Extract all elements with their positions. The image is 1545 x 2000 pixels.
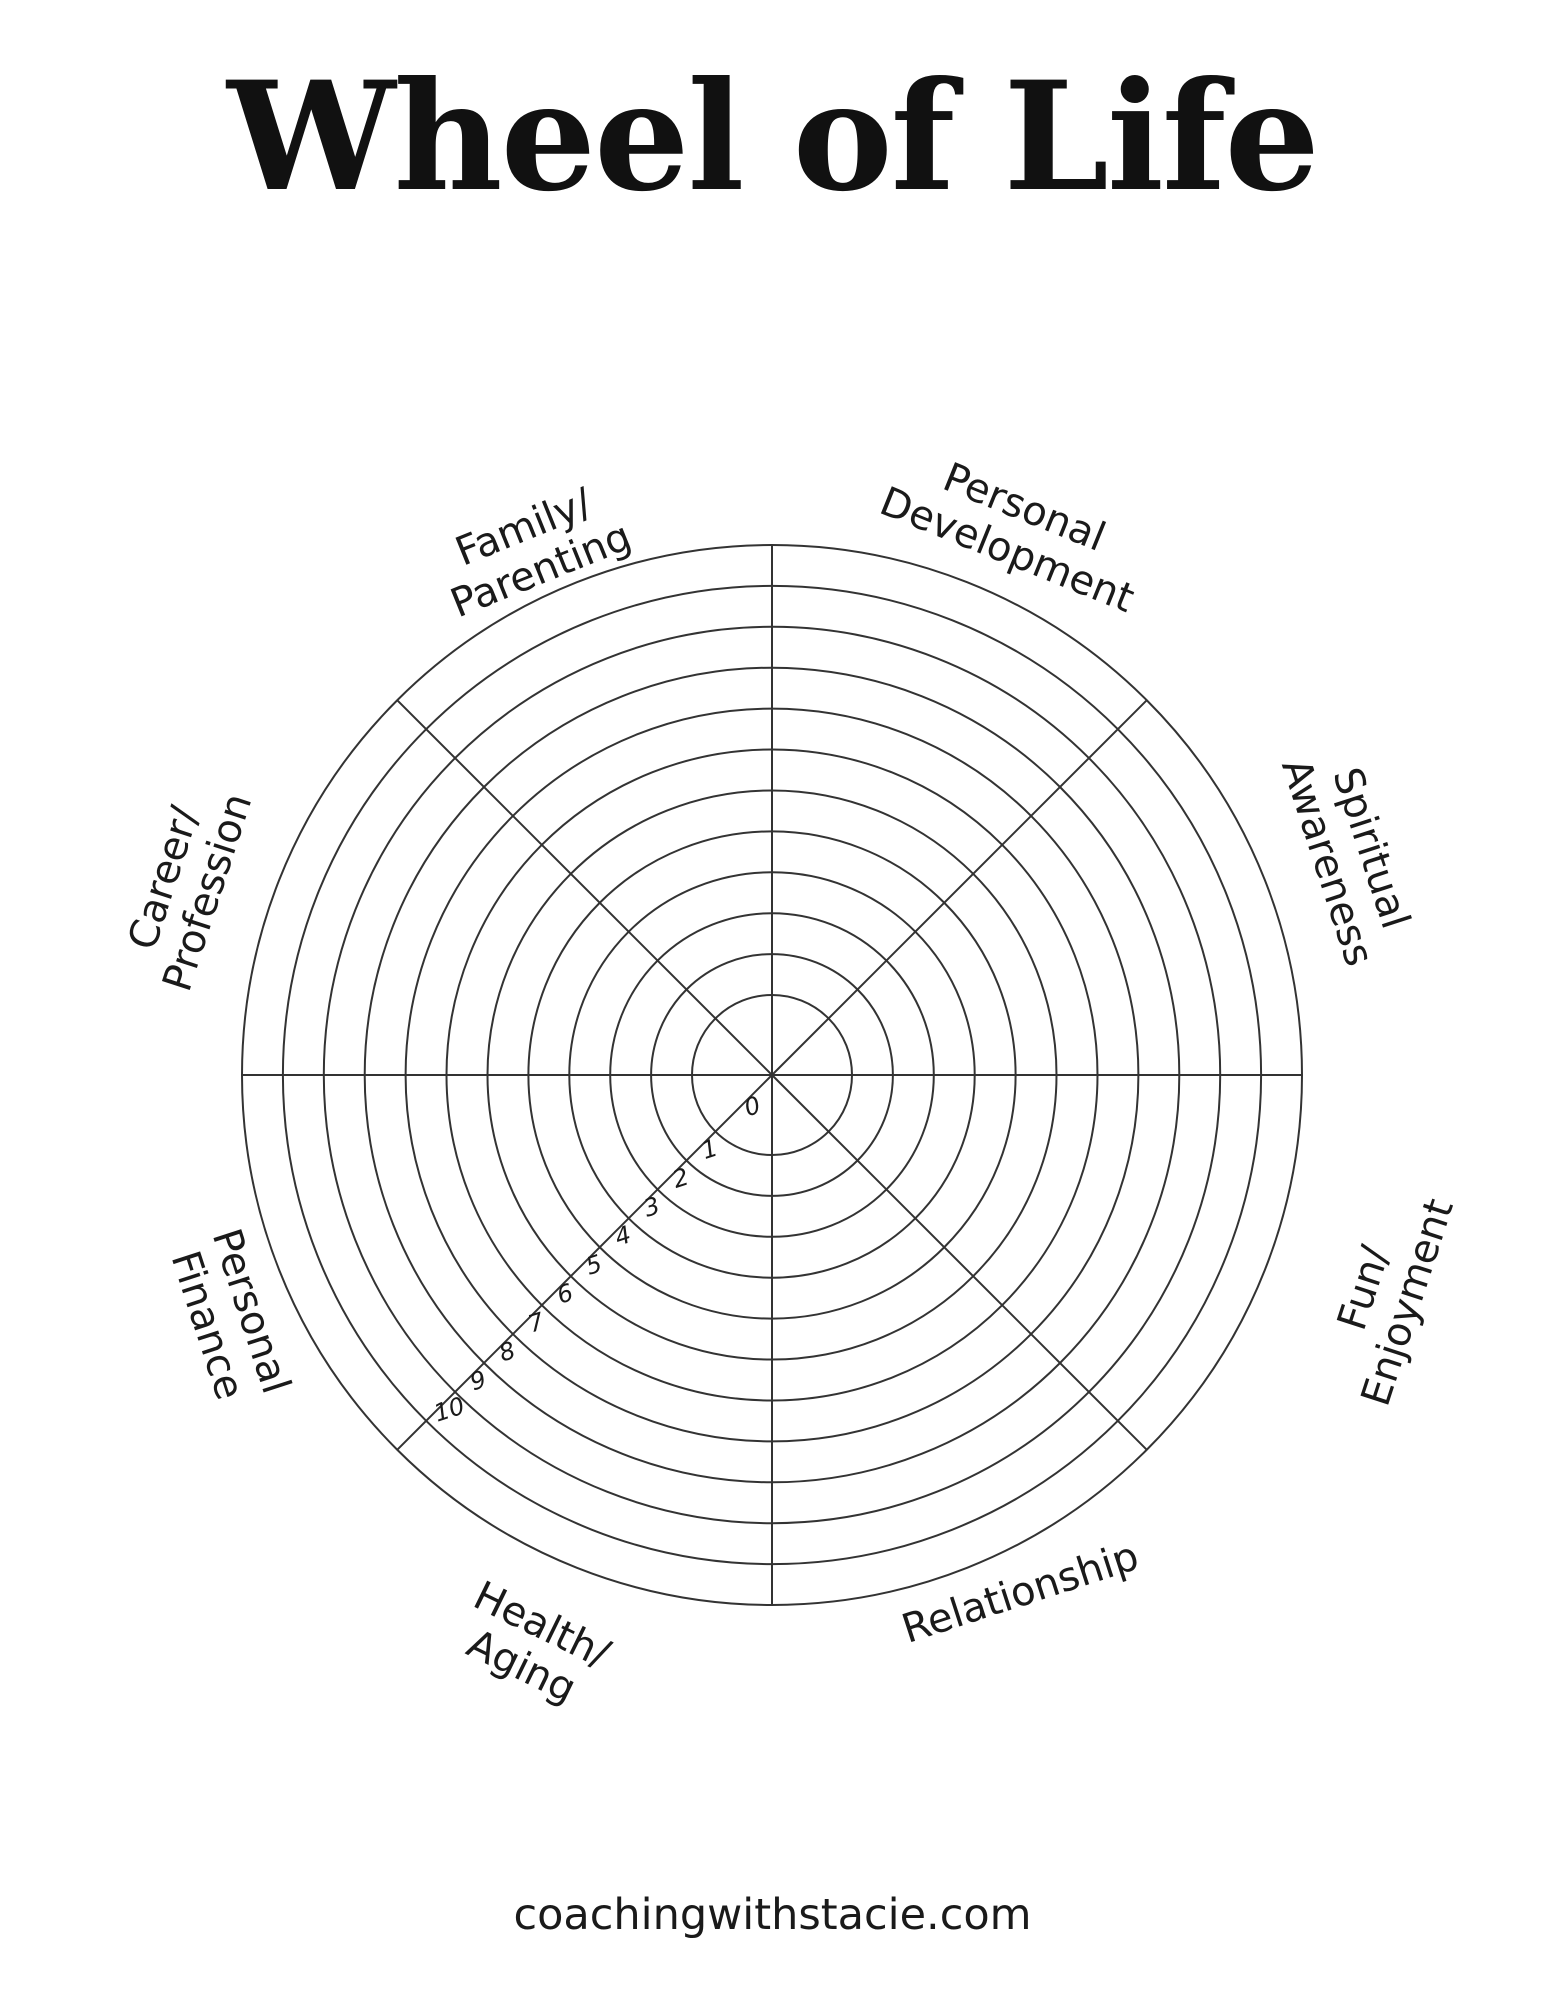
area-label-3: Fun/Enjoyment (1329, 1193, 1463, 1411)
scale-label-7: 7 (525, 1307, 549, 1339)
scale-label-1: 1 (698, 1134, 721, 1165)
area-label-5: Health/Aging (460, 1573, 617, 1713)
wheel-spoke (396, 699, 773, 1076)
scale-label-6: 6 (553, 1278, 576, 1309)
area-label-7: Career/Profession (119, 788, 261, 997)
wheel-spokes (242, 545, 1302, 1605)
scale-label-3: 3 (640, 1191, 663, 1222)
scale-label-8: 8 (496, 1336, 519, 1367)
wheel-spoke (771, 699, 1148, 1076)
scale-label-0: 0 (741, 1091, 764, 1122)
scale-label-10: 10 (430, 1392, 468, 1428)
wheel-spoke (771, 1074, 1148, 1451)
page-title: Wheel of Life (227, 49, 1320, 225)
scale-label-4: 4 (611, 1220, 634, 1251)
scale-label-2: 2 (669, 1163, 692, 1194)
area-label-4: Relationship (896, 1533, 1144, 1653)
area-label-0: Family/Parenting (444, 479, 637, 627)
wheel-area-labels: Family/Parenting PersonalDevelopmentSpiri… (119, 454, 1463, 1713)
wheel-spoke (396, 1074, 773, 1451)
scale-label-5: 5 (582, 1249, 605, 1280)
area-label-line: Relationship (896, 1533, 1144, 1653)
scale-label-9: 9 (467, 1365, 490, 1396)
footer-website: coachingwithstacie.com (513, 1890, 1032, 1940)
